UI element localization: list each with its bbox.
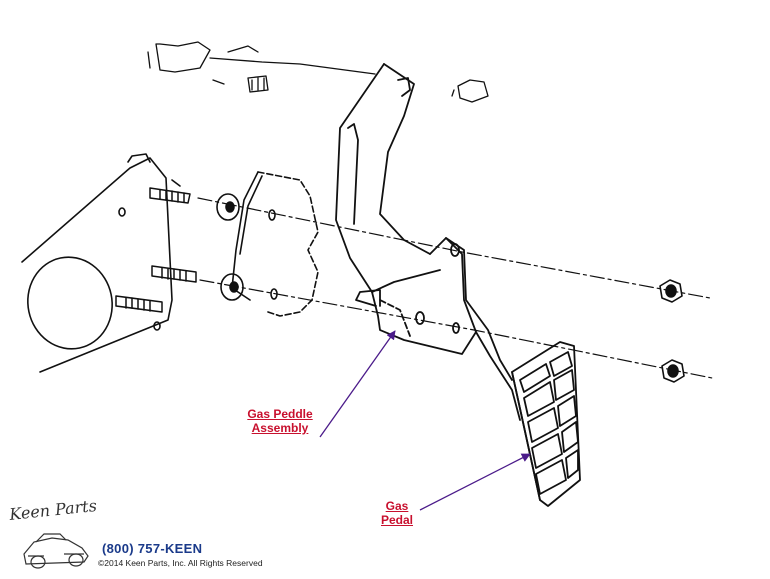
pedal-label-line2: Pedal xyxy=(380,513,413,527)
alignment-lines xyxy=(197,197,713,379)
pedal-label-line1: Gas xyxy=(385,499,409,513)
phone-number[interactable]: (800) 757-KEEN xyxy=(102,541,203,556)
gas-peddle-assembly-link[interactable]: Gas Peddle Assembly xyxy=(240,407,320,435)
firewall-panel xyxy=(21,153,181,373)
pedal-leader-arrow xyxy=(419,453,531,511)
top-linkage xyxy=(147,41,489,103)
assembly-label-line2: Assembly xyxy=(251,421,309,435)
logo-script-text: Keen Parts xyxy=(7,498,97,524)
mounting-studs xyxy=(115,187,197,313)
gas-pedal-link[interactable]: Gas Pedal xyxy=(372,499,422,527)
pedal-pad xyxy=(511,341,581,507)
nuts xyxy=(659,279,685,383)
assembly-leader-arrow xyxy=(319,330,396,438)
leader-arrows xyxy=(319,330,531,511)
corvette-car-icon xyxy=(23,533,89,569)
pedal-arm xyxy=(335,63,521,421)
assembly-label-line1: Gas Peddle xyxy=(247,407,313,421)
keen-parts-logo: Keen Parts xyxy=(7,498,98,569)
copyright-notice: ©2014 Keen Parts, Inc. All Rights Reserv… xyxy=(98,558,263,568)
bracket-plate xyxy=(231,171,319,317)
